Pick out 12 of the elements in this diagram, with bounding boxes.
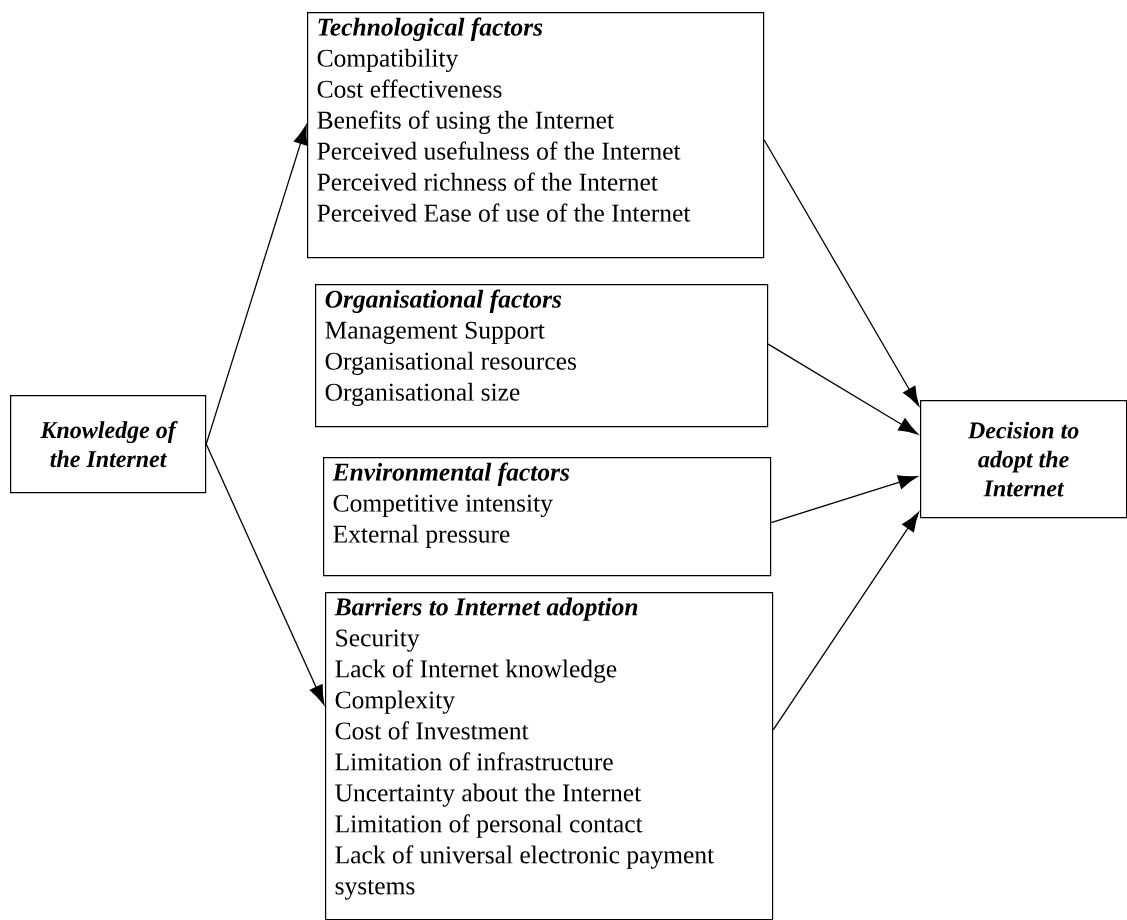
factor-box: Technological factors Compatibility Cost effectiveness Benefits of using the Internet Perceived usefulness of the Internet Perceived richness of the Internet Perceived Ease of use of the Internet [307,12,765,259]
factor-box: Organisational factors Management Support Organisational resources Organisational size [315,284,769,428]
arrow [205,443,325,705]
factor-box: Environmental factors Competitive intensity External pressure [323,457,772,577]
concept-box: Knowledge of the Internet [10,395,207,494]
arrow [770,475,918,524]
arrow [767,343,919,435]
arrow [772,512,920,731]
factor-box: Barriers to Internet adoption Security Lack of Internet knowledge Complexity Cost of Investment Limitation of infrastructure Uncertainty about the Internet Limitation of personal contact Lack of universal electronic payment systems [325,592,774,920]
arrow [763,139,920,407]
concept-box: Decision to adopt the Internet [920,400,1127,519]
arrow [205,124,308,445]
